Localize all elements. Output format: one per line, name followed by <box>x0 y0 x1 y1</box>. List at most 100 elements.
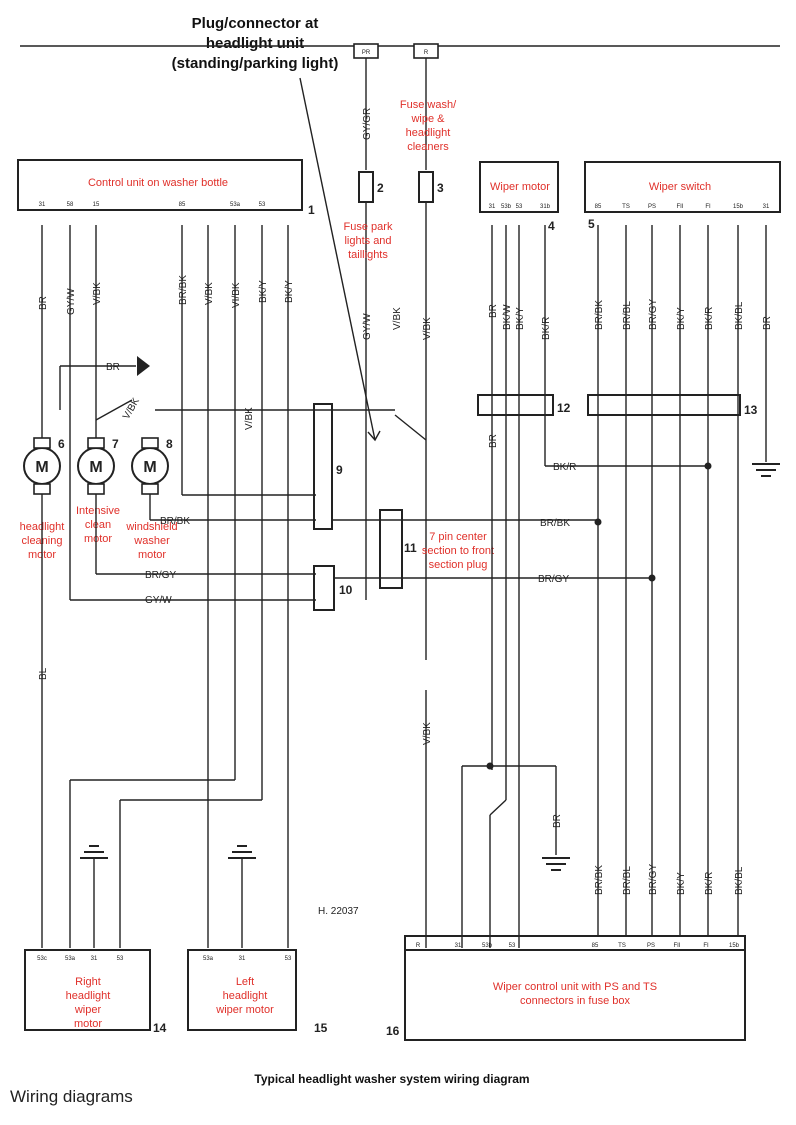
motor-6-symbol: M <box>35 459 48 476</box>
wire-bkr-h-label: BK/R <box>553 462 576 473</box>
cu-pin-58: 58 <box>67 202 74 208</box>
wire-vbk-m8 <box>95 399 133 421</box>
cu-pin-53: 53 <box>259 202 266 208</box>
ws-pin-TS: TS <box>622 204 630 210</box>
ws-pin-FI: FI <box>705 204 711 210</box>
figure-ref: H. 22037 <box>318 906 359 917</box>
num-1: 1 <box>308 203 315 217</box>
num-10: 10 <box>339 583 353 597</box>
wiper-motor-label: Wiper motor <box>490 181 550 193</box>
wire-ws-brbl-label-0: BR/BL <box>622 301 633 330</box>
wire-cu-brbk-label: BR/BK <box>178 275 189 305</box>
ground-symbol-mid <box>542 857 570 871</box>
wire-ws-br-label: BR <box>762 316 773 330</box>
num-12: 12 <box>557 401 571 415</box>
wire-brgy-right-label: BR/GY <box>538 574 569 585</box>
wc-pin-15b: 15b <box>729 943 740 949</box>
wire-cu-br-label: BR <box>38 296 49 310</box>
wire-br-ground-label: BR <box>106 362 120 373</box>
wc-pin-FI: FI <box>703 943 709 949</box>
connector-11 <box>379 509 403 589</box>
wire-brgy-h-label: BR/GY <box>145 570 176 581</box>
wire-gyw-h-label: GY/W <box>145 595 172 606</box>
num-6: 6 <box>58 437 65 451</box>
wire-wm-bkw-label: BK/W <box>502 304 513 330</box>
ws-pin-85: 85 <box>595 204 602 210</box>
wiper-control-pinstrip <box>404 935 746 951</box>
wire-ws-brbk-label-1: BR/BK <box>594 865 605 895</box>
wire-ws-brgy-label-0: BR/GY <box>648 299 659 330</box>
motor-8: M <box>131 437 169 495</box>
wire-ws-brgy-label-1: BR/GY <box>648 864 659 895</box>
wire-cu-bky-label: BK/Y <box>258 280 269 303</box>
ws-pin-31: 31 <box>763 204 770 210</box>
wc-pin-TS: TS <box>618 943 626 949</box>
ws-pin-15b: 15b <box>733 204 744 210</box>
rw-pin-31: 31 <box>91 956 98 962</box>
num-5: 5 <box>588 217 595 231</box>
rw-pin-53c: 53c <box>37 956 47 962</box>
num-8: 8 <box>166 437 173 451</box>
wm-pin-53b: 53b <box>501 204 512 210</box>
motor-8-symbol: M <box>143 459 156 476</box>
header-line3: (standing/parking light) <box>172 55 339 72</box>
control-unit-label: Control unit on washer bottle <box>88 177 228 189</box>
wire-wm-bky-label: BK/Y <box>515 307 526 330</box>
wc-pin-R: R <box>416 943 421 949</box>
wire-brbk-right-label: BR/BK <box>540 518 570 529</box>
wire-vbk-bend <box>394 414 427 441</box>
ground-arrow <box>137 356 150 376</box>
num-14: 14 <box>153 1021 167 1035</box>
wire-ws-bkbl-label-1: BK/BL <box>734 866 745 895</box>
wm-pin-31: 31 <box>489 204 496 210</box>
num-3: 3 <box>437 181 444 195</box>
wire-cu-vibk-label: VI/BK <box>231 282 242 308</box>
wire-wm-bkr-label: BK/R <box>541 317 552 340</box>
wiper-motor-pins: 31 53b 53 31b <box>489 204 551 210</box>
right-wiper-box <box>24 949 151 1031</box>
num-15: 15 <box>314 1021 328 1035</box>
motor-7-symbol: M <box>89 459 102 476</box>
wm-pin-31b: 31b <box>540 204 551 210</box>
wire-bkw-bend <box>489 799 507 816</box>
wm-pin-53: 53 <box>516 204 523 210</box>
wc-pin-PS: PS <box>647 943 655 949</box>
antenna-symbol-right <box>80 845 108 948</box>
connector-12 <box>477 394 554 416</box>
wire-brbk-m8-label: BR/BK <box>160 516 190 527</box>
wire-gyw-park-label: GY/W <box>362 313 373 340</box>
motor-7: M <box>77 437 115 495</box>
num-7: 7 <box>112 437 119 451</box>
wiper-switch-wires: BR/BKBR/BKBR/BLBR/BLBR/GYBR/GYBK/YBK/YBK… <box>594 225 745 936</box>
header-line1: Plug/connector at <box>192 15 319 32</box>
connector-9 <box>313 403 333 530</box>
wire-ws-bkr-label-1: BK/R <box>704 872 715 895</box>
wire-cu-vbk2-label: V/BK <box>204 282 215 305</box>
ws-pin-PS: PS <box>648 204 656 210</box>
wiper-switch-box <box>584 161 781 213</box>
wire-vbk-mid-label: V/BK <box>422 722 433 745</box>
wc-pin-53: 53 <box>509 943 516 949</box>
wire-ws-brbl-label-1: BR/BL <box>622 866 633 895</box>
header-line2: headlight unit <box>206 35 304 52</box>
wiper-motor-box <box>479 161 559 213</box>
wiper-switch-label: Wiper switch <box>649 181 711 193</box>
lw-pin-53: 53 <box>285 956 292 962</box>
fuse-2 <box>358 171 374 203</box>
wire-ws-bkr-label-0: BK/R <box>704 307 715 330</box>
num-16: 16 <box>386 1024 400 1038</box>
num-4: 4 <box>548 219 555 233</box>
num-2: 2 <box>377 181 384 195</box>
connector-13 <box>587 394 741 416</box>
cu-pin-15: 15 <box>93 202 100 208</box>
